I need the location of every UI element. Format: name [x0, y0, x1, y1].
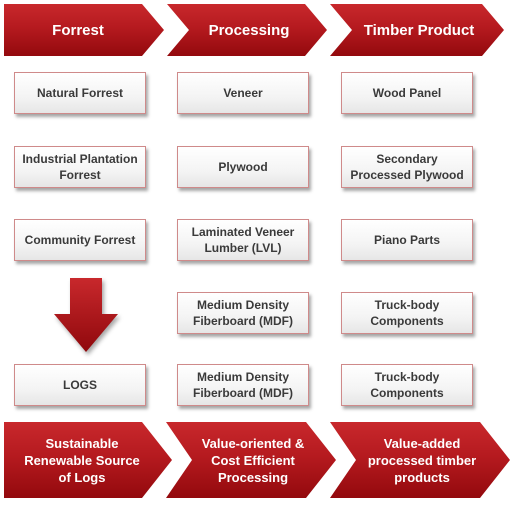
- forrest-item-label: Community Forrest: [24, 233, 136, 247]
- product-item-piano-parts: Piano Parts: [341, 219, 473, 261]
- footer-value-added: Value-added processed timber products: [330, 422, 510, 498]
- logs-box: LOGS: [14, 364, 146, 406]
- processing-item-label: Veneer: [223, 86, 263, 100]
- processing-item-lvl: Laminated Veneer Lumber (LVL): [177, 219, 309, 261]
- processing-item-plywood: Plywood: [177, 146, 309, 188]
- processing-item-veneer: Veneer: [177, 72, 309, 114]
- product-item-truck-body-2: Truck-body Components: [341, 364, 473, 406]
- product-item-label: Wood Panel: [372, 86, 442, 100]
- header-timber-product: Timber Product: [330, 4, 504, 56]
- product-item-label: Secondary Processed Plywood: [350, 152, 464, 182]
- footer-label: Value-added processed timber products: [367, 435, 477, 485]
- processing-item-label: Medium Density Fiberboard (MDF): [193, 370, 293, 400]
- footer-label: Sustainable Renewable Source of Logs: [24, 435, 140, 485]
- footer-sustainable-source: Sustainable Renewable Source of Logs: [4, 422, 172, 498]
- forrest-item-natural: Natural Forrest: [14, 72, 146, 114]
- product-item-truck-body: Truck-body Components: [341, 292, 473, 334]
- product-item-label: Truck-body Components: [370, 298, 444, 328]
- forrest-item-label: Industrial Plantation Forrest: [22, 152, 138, 182]
- header-processing: Processing: [167, 4, 327, 56]
- product-item-secondary-plywood: Secondary Processed Plywood: [341, 146, 473, 188]
- forrest-item-label: Natural Forrest: [36, 86, 124, 100]
- processing-item-mdf-2: Medium Density Fiberboard (MDF): [177, 364, 309, 406]
- product-item-wood-panel: Wood Panel: [341, 72, 473, 114]
- product-item-label: Truck-body Components: [370, 370, 444, 400]
- processing-item-mdf: Medium Density Fiberboard (MDF): [177, 292, 309, 334]
- forrest-item-community: Community Forrest: [14, 219, 146, 261]
- logs-label: LOGS: [62, 378, 97, 392]
- processing-item-label: Laminated Veneer Lumber (LVL): [191, 225, 295, 255]
- footer-label: Value-oriented & Cost Efficient Processi…: [201, 435, 305, 485]
- forrest-item-industrial-plantation: Industrial Plantation Forrest: [14, 146, 146, 188]
- product-item-label: Piano Parts: [373, 233, 441, 247]
- header-processing-label: Processing: [208, 21, 290, 39]
- processing-item-label: Medium Density Fiberboard (MDF): [193, 298, 293, 328]
- header-forrest-label: Forrest: [52, 21, 104, 39]
- header-forrest: Forrest: [4, 4, 164, 56]
- down-arrow-icon: [54, 278, 118, 352]
- processing-item-label: Plywood: [218, 160, 268, 174]
- header-timber-product-label: Timber Product: [363, 21, 475, 39]
- footer-value-oriented: Value-oriented & Cost Efficient Processi…: [166, 422, 336, 498]
